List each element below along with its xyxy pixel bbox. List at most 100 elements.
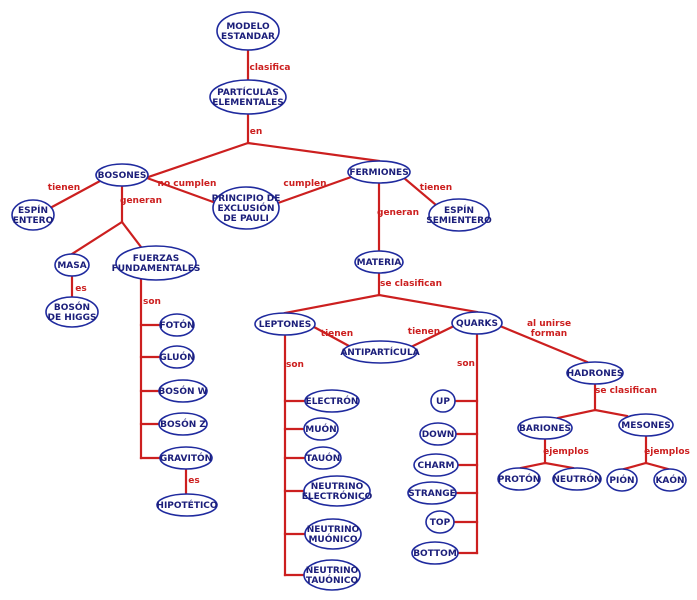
node-label: BOSÓN W — [158, 385, 207, 397]
node-ellipse — [45, 296, 99, 328]
relation-label-cumplen: cumplen — [283, 179, 326, 189]
node-label: CHARM — [418, 461, 455, 471]
node-ellipse — [304, 446, 342, 470]
node-ellipse — [425, 510, 455, 534]
node-ellipse — [158, 379, 208, 403]
node-top: TOP — [425, 510, 455, 534]
node-ellipse — [159, 345, 195, 369]
connector-line — [519, 461, 547, 470]
node-ellipse — [254, 312, 316, 336]
connector-line — [644, 461, 670, 471]
node-ellipse — [158, 412, 208, 436]
node-ellipse — [428, 198, 490, 232]
connector-line — [593, 408, 629, 418]
node-ellipse — [407, 481, 457, 505]
node-ellipse — [430, 389, 456, 413]
connector-line — [498, 324, 589, 364]
node-ellipse — [354, 250, 404, 274]
node-ellipse — [212, 186, 280, 230]
node-mesones: MESONES — [618, 413, 674, 437]
node-label: DOWN — [422, 430, 455, 440]
connector-lines — [50, 48, 670, 577]
connector-line — [145, 176, 218, 205]
node-label: GLUÓN — [159, 351, 194, 363]
node-graviton: GRAVITÓN — [159, 446, 213, 470]
node-kaon: KAÓN — [653, 468, 687, 492]
relation-label-ejemplos-mesones: ejemplos — [644, 447, 690, 457]
relation-label-son-leptones: son — [286, 360, 304, 370]
node-up: UP — [430, 389, 456, 413]
relation-label-se-clasifican-materia: se clasifican — [380, 279, 442, 289]
relation-label-tienen-leptones: tienen — [321, 329, 353, 339]
relation-label-ejemplos-bariones: ejemplos — [543, 447, 589, 457]
node-masa: MASA — [54, 253, 90, 277]
node-gluon: GLUÓN — [159, 345, 195, 369]
node-label: NEUTRÓN — [552, 473, 601, 485]
node-foton: FOTÓN — [159, 313, 195, 337]
node-bottom: BOTTOM — [411, 541, 459, 565]
node-label: TOP — [430, 518, 451, 528]
connector-line — [283, 293, 381, 315]
node-ellipse — [304, 518, 362, 550]
connector-line — [411, 325, 454, 348]
connector-line — [556, 408, 597, 420]
node-ellipse — [517, 416, 573, 440]
node-ellipse — [347, 160, 411, 184]
node-label: STRANGE — [408, 489, 456, 499]
node-label: PROTÓN — [498, 473, 541, 485]
node-ellipse — [115, 245, 197, 281]
node-ellipse — [411, 541, 459, 565]
node-ellipse — [156, 493, 218, 517]
node-tauon: TAUÓN — [304, 446, 342, 470]
node-boson-w: BOSÓN W — [158, 379, 208, 403]
relation-label-tienen-quarks: tienen — [408, 327, 440, 337]
node-pion: PIÓN — [606, 468, 638, 492]
node-muon: MUÓN — [303, 417, 339, 441]
connector-line — [377, 293, 479, 314]
node-materia: MATERIA — [354, 250, 404, 274]
node-label: ELECTRÓN — [306, 395, 359, 407]
node-ellipse — [552, 467, 602, 491]
node-down: DOWN — [419, 422, 457, 446]
node-charm: CHARM — [413, 453, 459, 477]
node-proton: PROTÓN — [497, 467, 541, 491]
connector-line — [70, 220, 124, 256]
node-quarks: QUARKS — [451, 311, 503, 335]
node-ellipse — [451, 311, 503, 335]
node-label: HIPOTÉTICO — [156, 499, 218, 511]
connector-line — [312, 325, 351, 348]
node-ellipse — [342, 340, 418, 364]
node-electron: ELECTRÓN — [304, 389, 360, 413]
connector-line — [402, 176, 438, 207]
node-leptones: LEPTONES — [254, 312, 316, 336]
relation-label-no-cumplen: no cumplen — [158, 179, 217, 189]
relation-label-son-quarks: son — [457, 359, 475, 369]
node-ellipse — [54, 253, 90, 277]
node-ellipse — [653, 468, 687, 492]
node-ellipse — [497, 467, 541, 491]
node-ellipse — [566, 361, 624, 385]
node-ellipse — [419, 422, 457, 446]
node-label: FERMIONES — [349, 168, 408, 178]
node-strange: STRANGE — [407, 481, 457, 505]
relation-label-tienen-fermiones: tienen — [420, 183, 452, 193]
node-bariones: BARIONES — [517, 416, 573, 440]
node-boson-z: BOSÓN Z — [158, 412, 208, 436]
node-label: LEPTONES — [259, 320, 311, 330]
node-label: MATERIA — [357, 258, 402, 268]
